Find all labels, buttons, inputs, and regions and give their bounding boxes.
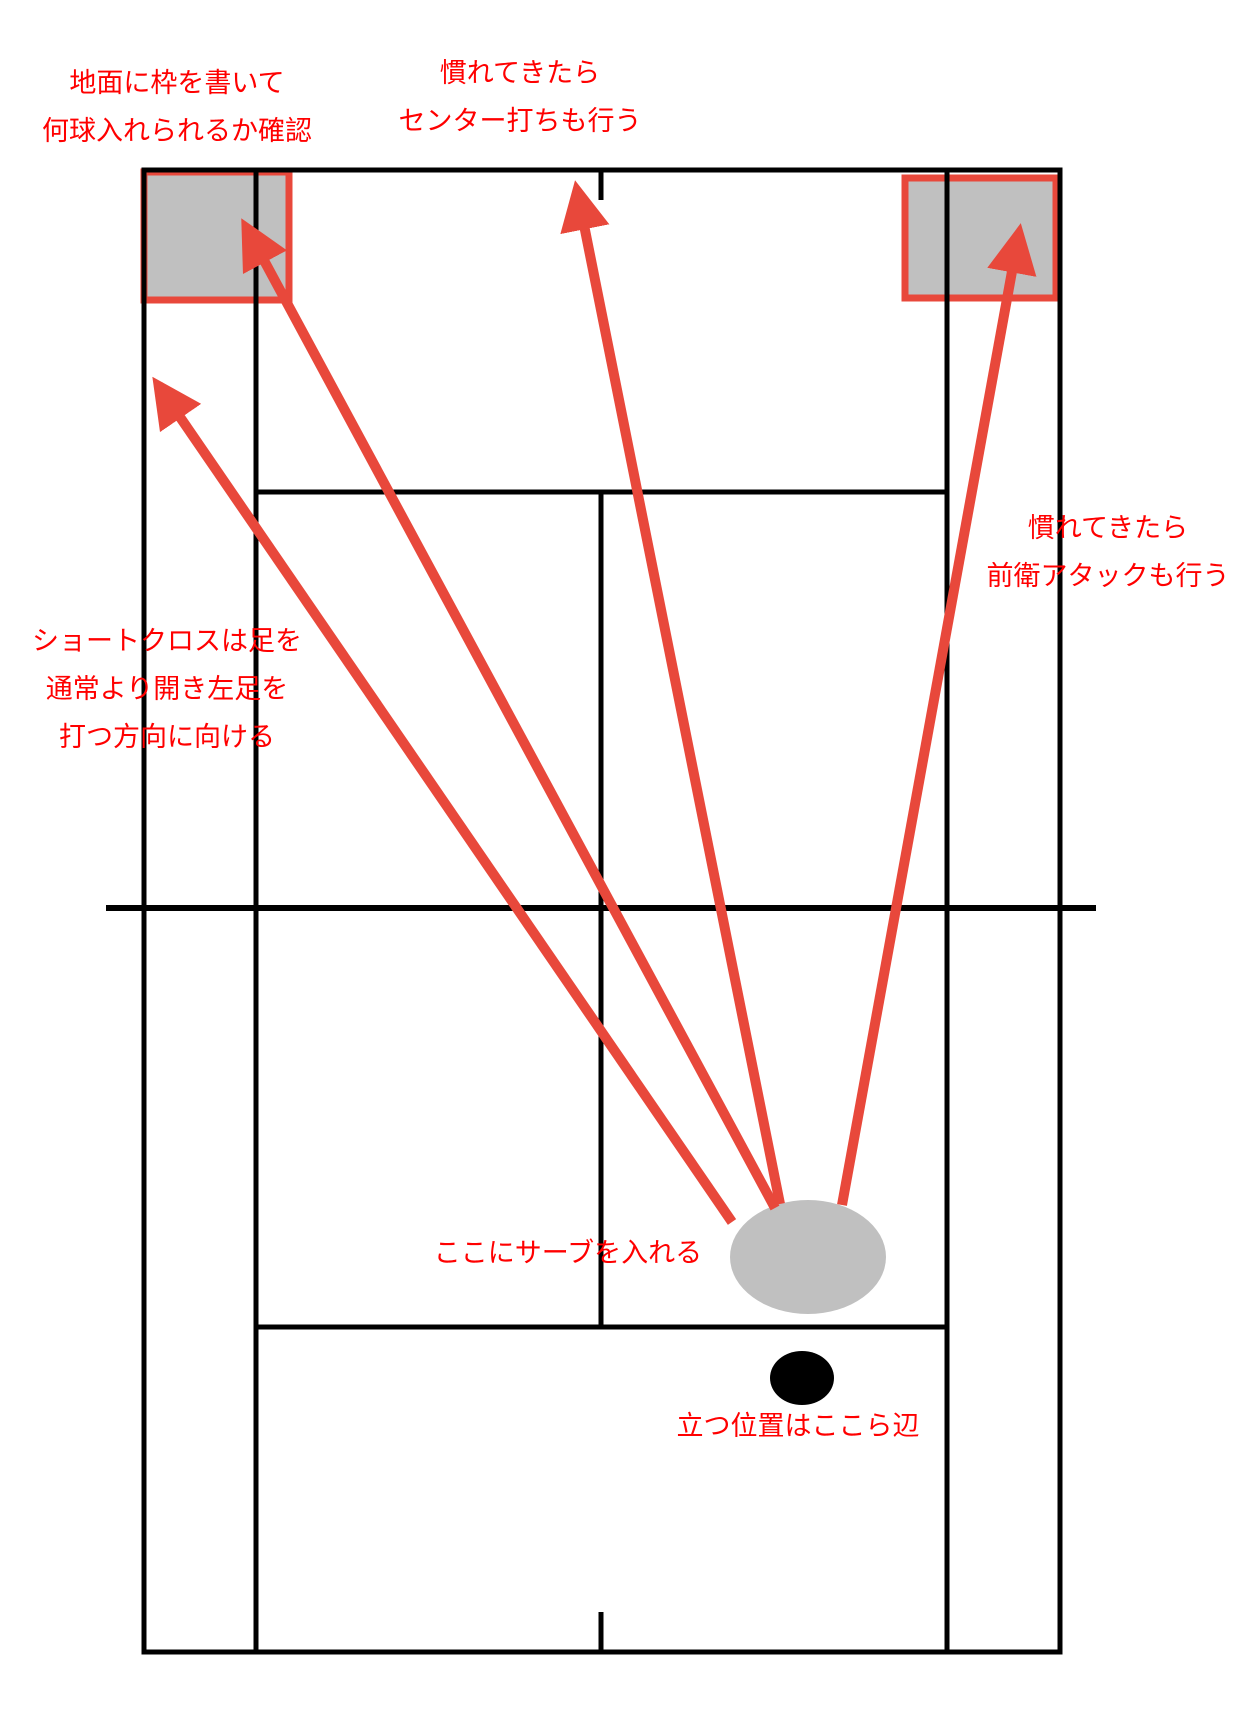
note-draw-frames: 地面に枠を書いて 何球入れられるか確認 bbox=[12, 60, 342, 156]
note-line: ここにサーブを入れる bbox=[433, 1238, 703, 1269]
target-box-right bbox=[901, 174, 1060, 302]
note-line: 立つ位置はここら辺 bbox=[676, 1411, 920, 1442]
court-lines bbox=[106, 167, 1096, 1655]
left-corner-arrow bbox=[241, 218, 780, 1211]
note-short-cross: ショートクロスは足を 通常より開き左足を 打つ方向に向ける bbox=[2, 618, 332, 762]
note-line: センター打ちも行う bbox=[398, 106, 642, 137]
note-line: 何球入れられるか確認 bbox=[42, 116, 312, 147]
note-center-shot: 慣れてきたら センター打ちも行う bbox=[370, 50, 670, 146]
note-line: ショートクロスは足を bbox=[32, 626, 302, 657]
short-cross-arrow bbox=[152, 376, 737, 1225]
player-position-dot bbox=[770, 1351, 834, 1405]
note-line: 通常より開き左足を bbox=[45, 674, 289, 705]
center-arrow bbox=[560, 180, 785, 1205]
note-line: 慣れてきたら bbox=[1027, 513, 1189, 544]
note-serve-here: ここにサーブを入れる bbox=[403, 1230, 733, 1278]
note-line: 打つ方向に向ける bbox=[59, 722, 275, 753]
note-line: 地面に枠を書いて bbox=[69, 68, 285, 99]
front-attack-arrow bbox=[837, 223, 1037, 1206]
target-box-left bbox=[140, 168, 293, 304]
serve-target-area bbox=[730, 1200, 886, 1314]
note-line: 前衛アタックも行う bbox=[986, 561, 1230, 592]
note-front-attack: 慣れてきたら 前衛アタックも行う bbox=[958, 505, 1250, 601]
note-stand-position: 立つ位置はここら辺 bbox=[633, 1403, 963, 1451]
note-line: 慣れてきたら bbox=[439, 58, 601, 89]
